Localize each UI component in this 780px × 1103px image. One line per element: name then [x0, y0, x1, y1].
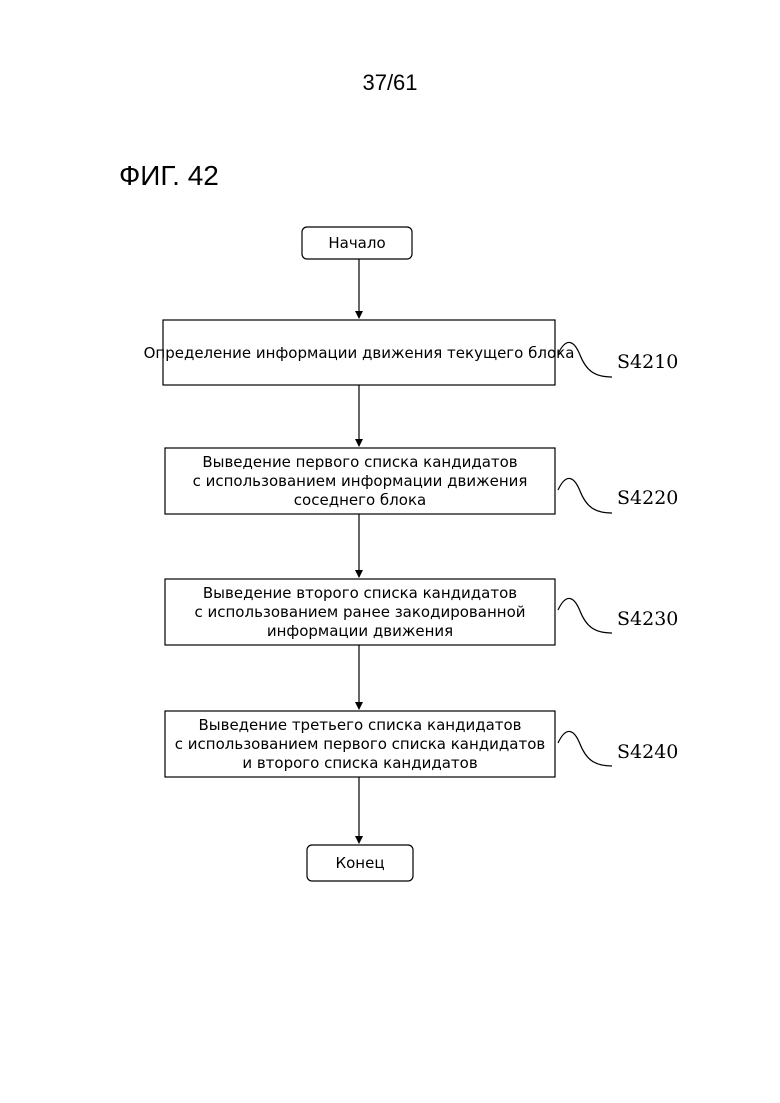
step-s4220-leader: [558, 478, 612, 513]
step-s4230-line-1: Выведение второго списка кандидатов: [203, 584, 517, 602]
step-s4220-line-1: Выведение первого списка кандидатов: [202, 453, 517, 471]
step-s4240-leader: [558, 731, 612, 766]
step-s4220-line-2: с использованием информации движения: [193, 472, 528, 490]
step-s4230-leader: [558, 598, 612, 633]
start-label: Начало: [328, 234, 385, 252]
process-step-s4210: Определение информации движения текущего…: [144, 320, 679, 385]
end-label: Конец: [335, 854, 384, 872]
step-s4230-id: S4230: [617, 608, 678, 630]
process-step-s4220: Выведение первого списка кандидатов с ис…: [165, 448, 678, 514]
step-s4240-line-2: с использованием первого списка кандидат…: [175, 735, 545, 753]
end-node: Конец: [307, 845, 413, 881]
step-s4240-line-3: и второго списка кандидатов: [242, 754, 477, 772]
step-s4240-line-1: Выведение третьего списка кандидатов: [198, 716, 521, 734]
process-step-s4230: Выведение второго списка кандидатов с ис…: [165, 579, 678, 645]
step-s4210-line-1: Определение информации движения текущего…: [144, 344, 575, 362]
step-s4220-line-3: соседнего блока: [294, 491, 426, 509]
step-s4240-id: S4240: [617, 741, 678, 763]
step-s4230-line-2: с использованием ранее закодированной: [194, 603, 525, 621]
process-step-s4240: Выведение третьего списка кандидатов с и…: [165, 711, 678, 777]
step-s4220-id: S4220: [617, 487, 678, 509]
step-s4210-id: S4210: [617, 351, 678, 373]
step-s4230-line-3: информации движения: [267, 622, 453, 640]
start-node: Начало: [302, 227, 412, 259]
